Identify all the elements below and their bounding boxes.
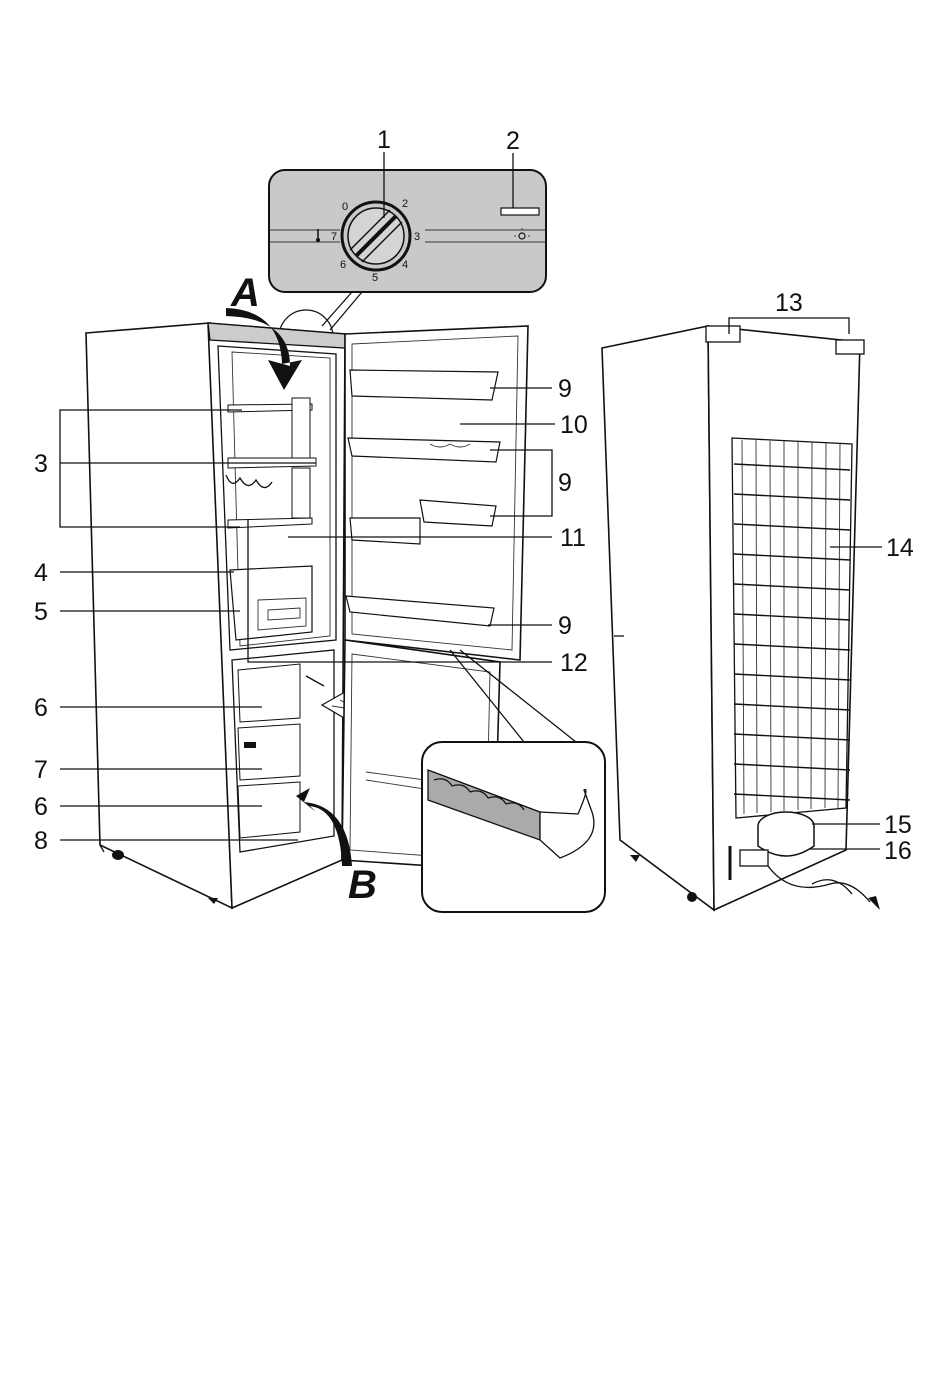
callout-14: 14 (886, 534, 914, 562)
callout-5: 5 (34, 598, 48, 626)
callout-16: 16 (884, 837, 912, 865)
arrow-b-label: B (348, 863, 377, 907)
callout-10: 10 (560, 411, 588, 439)
dial-mark-6: 6 (340, 259, 346, 271)
dial-mark-5: 5 (372, 272, 378, 284)
callout-12: 12 (560, 649, 588, 677)
callout-9-top: 9 (558, 375, 572, 403)
callout-7: 7 (34, 756, 48, 784)
callout-13: 13 (775, 289, 803, 317)
dial-mark-2: 2 (402, 198, 408, 210)
callout-9-bottom: 9 (558, 612, 572, 640)
arrow-a-label: A (230, 271, 260, 315)
light-switch (501, 208, 539, 215)
dial-mark-7: 7 (331, 231, 337, 243)
dial-mark-0: 0 (342, 201, 348, 213)
callout-4: 4 (34, 559, 48, 587)
callout-2: 2 (506, 127, 520, 155)
thermostat-dial (342, 202, 410, 270)
dial-mark-3: 3 (414, 231, 420, 243)
callout-6-upper: 6 (34, 694, 48, 722)
callout-1: 1 (377, 126, 391, 154)
fridge-rear-view (602, 326, 880, 910)
callout-11: 11 (560, 524, 586, 552)
callout-15: 15 (884, 811, 912, 839)
callout-6-lower: 6 (34, 793, 48, 821)
callout-8: 8 (34, 827, 48, 855)
dial-mark-4: 4 (402, 259, 408, 271)
condenser-coil (732, 438, 852, 818)
callout-9-middle: 9 (558, 469, 572, 497)
callout-3: 3 (34, 450, 48, 478)
